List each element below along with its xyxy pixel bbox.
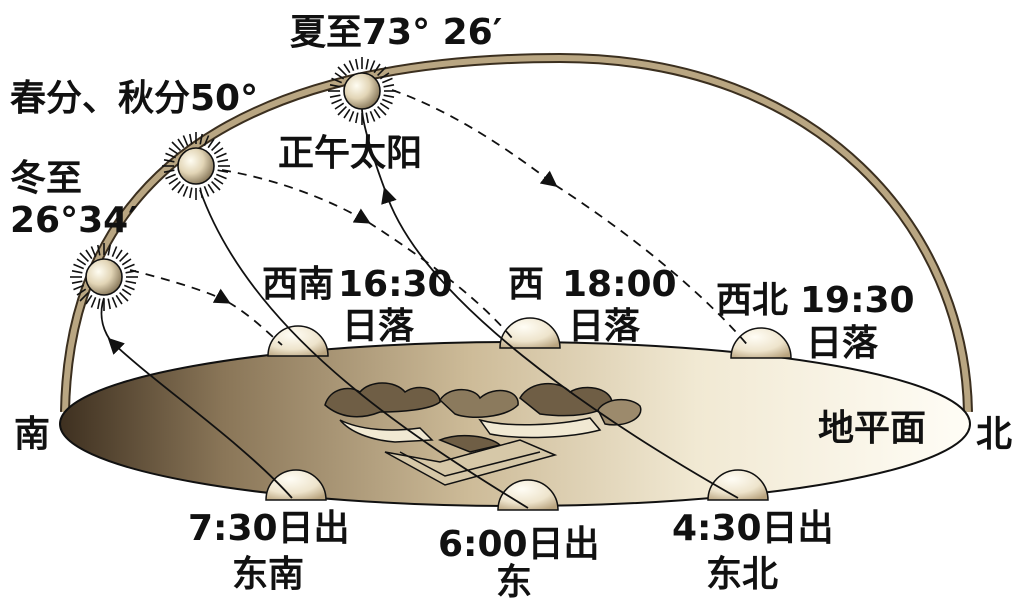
noon-sun-label: 正午太阳 xyxy=(278,133,422,174)
sunset-sw-label: 日落 xyxy=(342,306,415,347)
sunset-nw-time: 19:30 xyxy=(800,280,915,321)
landscape-icon xyxy=(324,382,642,486)
winter-solstice-angle: 26°34′ xyxy=(10,200,138,241)
horizon-plane-label: 地平面 xyxy=(818,408,926,449)
winter-solstice-label: 冬至 xyxy=(10,158,82,199)
south-label: 南 xyxy=(14,414,50,455)
sunset-w-label: 日落 xyxy=(568,306,641,347)
summer-solstice-label: 夏至73° 26′ xyxy=(290,12,502,53)
sunrise-ne-time: 4:30日出 xyxy=(672,508,834,549)
sunrise-se-time: 7:30日出 xyxy=(188,508,350,549)
sunset-w-direction: 西 xyxy=(508,264,544,305)
sun-icon xyxy=(69,242,139,312)
sunset-nw-direction: 西北 xyxy=(716,280,788,321)
winter-morning-path xyxy=(107,337,293,499)
sunrise-se-direction: 东南 xyxy=(232,554,304,595)
sunrise-ne-direction: 东北 xyxy=(706,554,778,595)
sunset-sw-direction: 西南 xyxy=(262,264,334,305)
sun-icon xyxy=(499,317,561,349)
sun-icon xyxy=(161,131,231,201)
summer-afternoon-path xyxy=(391,89,558,187)
sunset-w-time: 18:00 xyxy=(562,264,677,305)
sunset-nw-label: 日落 xyxy=(806,323,879,364)
sun-icon xyxy=(730,327,792,359)
sunrise-e-direction: 东 xyxy=(496,562,532,598)
equinox-morning-path xyxy=(199,189,529,509)
north-label: 北 xyxy=(976,414,1012,455)
sun-icon xyxy=(327,56,397,126)
sun-icon xyxy=(265,469,327,501)
equinox-afternoon-path xyxy=(221,169,371,224)
sun-icon xyxy=(267,325,329,357)
sunset-sw-time: 16:30 xyxy=(338,264,453,305)
winter-afternoon-path xyxy=(129,269,231,304)
sunrise-e-time: 6:00日出 xyxy=(438,524,600,565)
equinox-label: 春分、秋分50° xyxy=(10,78,258,119)
summer-morning-path xyxy=(381,186,739,499)
sun-icon xyxy=(497,479,559,511)
sun-icon xyxy=(707,469,769,501)
